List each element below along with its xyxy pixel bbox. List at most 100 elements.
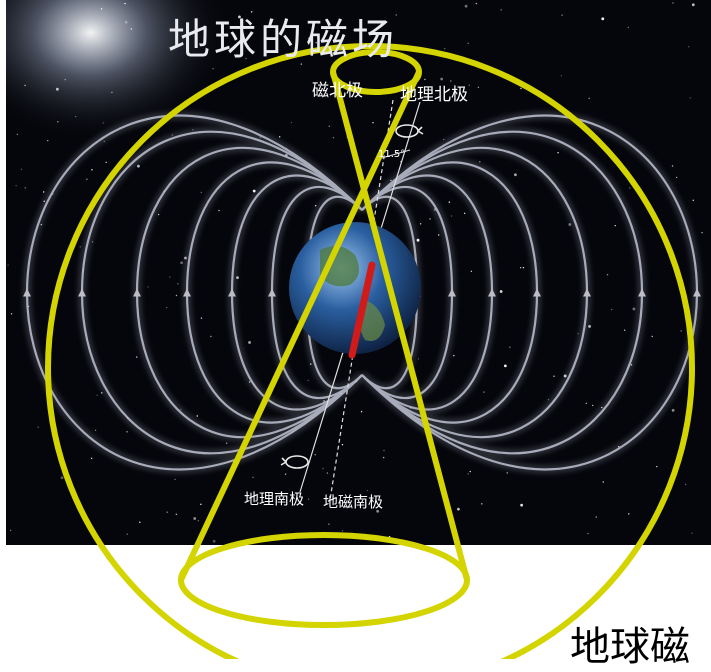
star [547,398,550,401]
star [57,121,59,123]
star [20,168,23,170]
star [500,9,502,11]
star [315,42,317,44]
star [139,521,141,523]
star [520,87,522,90]
star [417,358,420,360]
star [601,17,605,21]
star [64,78,66,81]
star [522,266,525,269]
star [477,86,480,89]
star [157,213,160,216]
star [623,329,626,331]
star [60,476,64,480]
star [197,520,200,522]
star [577,333,579,335]
star [169,276,171,278]
star [100,8,103,10]
star [278,136,281,138]
star [671,165,674,167]
star [252,476,254,479]
star [196,415,198,417]
field-line [358,127,647,458]
cone-line-right [330,71,470,581]
yellow-overlay [45,43,695,659]
star [124,2,126,5]
star [442,138,445,141]
star [691,532,693,534]
star [271,499,274,501]
star [628,513,630,515]
star [448,201,451,203]
star [105,161,107,164]
star [395,14,397,16]
star [429,218,431,220]
star [7,264,9,266]
star [328,523,330,525]
star [16,133,19,136]
star [308,37,310,39]
star [479,161,481,163]
star [509,346,511,348]
star [366,489,369,492]
earth-continent [360,300,385,341]
corner-caption: 地球磁 [570,624,690,670]
star [193,517,197,520]
star [91,169,93,171]
star [672,2,674,4]
field-line [358,111,702,474]
star [180,261,183,265]
star [136,356,138,358]
star [595,516,597,518]
star [437,234,440,236]
star [284,473,287,475]
star [382,456,385,459]
star [37,426,39,428]
star [218,209,220,212]
field-line [358,143,592,442]
star [290,121,293,124]
star [15,185,17,187]
star [90,457,93,460]
star [166,511,168,513]
star [328,125,330,127]
star [468,84,470,86]
field-line [77,127,366,458]
star [444,47,446,50]
star [560,75,563,77]
star [314,204,317,207]
star [245,57,247,60]
field-line [227,171,366,414]
star [557,151,559,154]
star [483,391,485,393]
star [629,187,631,189]
star [568,223,572,226]
star [520,503,524,507]
rotation-arrow-icon [280,455,309,469]
star [481,503,483,505]
star [212,539,216,543]
field-line [267,182,366,403]
star [587,532,589,535]
star [684,483,687,486]
bar-magnet [348,261,376,359]
star [101,392,103,394]
geographic-axis [329,99,394,501]
star [691,3,695,7]
star [464,4,468,8]
star [376,509,380,513]
star [147,286,149,288]
star [203,26,205,28]
star [331,85,333,88]
diagram-title: 地球的磁场 [168,15,399,64]
star [688,46,690,48]
star [47,139,49,142]
star [273,50,275,52]
star [332,137,335,139]
star [238,15,241,19]
star [130,28,133,30]
star [248,341,251,344]
star [450,80,452,82]
